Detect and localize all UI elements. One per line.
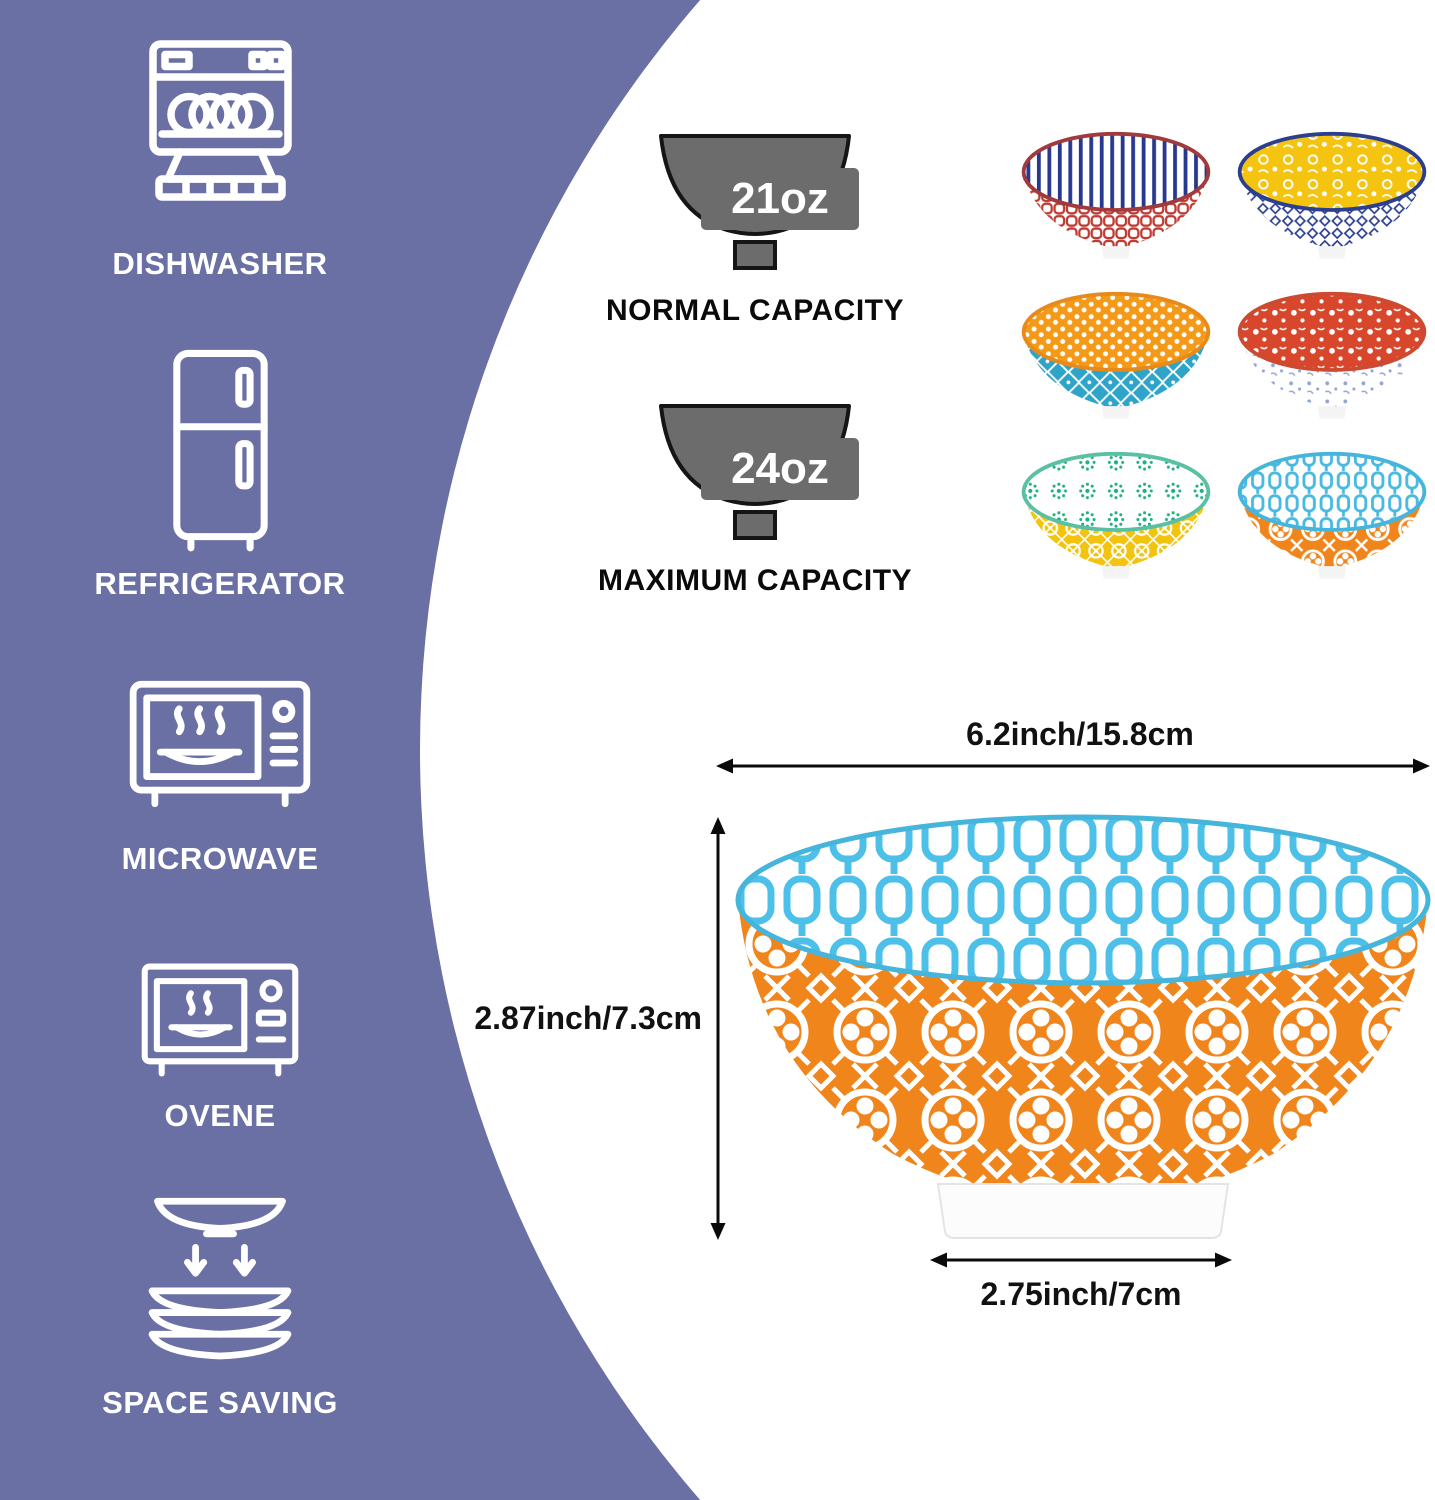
capacity-normal: 21oz NORMAL CAPACITY: [575, 128, 935, 328]
feature-item-microwave: MICROWAVE: [55, 668, 385, 877]
feature-item-dishwasher: DISHWASHER: [55, 35, 385, 282]
refrigerator-icon: [172, 349, 268, 552]
capacity-label: MAXIMUM CAPACITY: [597, 564, 913, 597]
bowl-set-grid: [1016, 128, 1432, 591]
dimension-arrow-base-width: [930, 1252, 1232, 1268]
dimension-label-top-diameter: 6.2inch/15.8cm: [966, 716, 1194, 752]
capacity-value-badge: 24oz: [701, 438, 859, 500]
feature-label: MICROWAVE: [121, 840, 319, 876]
dimension-label-base-diameter: 2.75inch/7cm: [980, 1276, 1182, 1312]
oven-icon: [141, 963, 299, 1077]
capacity-maximum: 24oz MAXIMUM CAPACITY: [575, 398, 935, 598]
feature-label: OVENE: [164, 1098, 276, 1133]
bowl-thumb-orange-lattice: [1232, 448, 1432, 591]
dimension-arrow-top-width: [716, 758, 1430, 774]
bowl-thumb-red-lattice: [1016, 128, 1216, 271]
dishwasher-icon: [148, 40, 292, 201]
feature-label: DISHWASHER: [112, 246, 328, 281]
capacity-section: 21oz NORMAL CAPACITY 24oz MAXIMUM CAPACI…: [575, 128, 935, 668]
product-bowl-image: [735, 814, 1431, 1239]
feature-item-refrigerator: REFRIGERATOR: [55, 345, 385, 602]
microwave-icon: [129, 680, 311, 808]
feature-label: SPACE SAVING: [102, 1385, 338, 1420]
dimension-label-height: 2.87inch/7.3cm: [474, 1000, 702, 1036]
dimension-arrow-height: [710, 817, 726, 1240]
feature-item-space-saving: SPACE SAVING: [55, 1185, 385, 1421]
feature-item-oven: OVENE: [55, 952, 385, 1134]
bowl-thumb-teal-tile: [1016, 288, 1216, 431]
content-background-circle: [420, 0, 1435, 1500]
capacity-value-badge: 21oz: [701, 168, 859, 230]
bowl-thumb-navy-diamond: [1232, 128, 1432, 271]
dimension-diagram: 6.2inch/15.8cm 2.87inch/7.3cm 2.75inch/7…: [0, 700, 1435, 1340]
bowl-thumb-yellow-tile: [1016, 448, 1216, 591]
bowl-thumb-lilac-floral: [1232, 288, 1432, 431]
capacity-label: NORMAL CAPACITY: [605, 294, 905, 327]
space-saving-icon: [148, 1197, 292, 1360]
feature-label: REFRIGERATOR: [94, 566, 346, 602]
